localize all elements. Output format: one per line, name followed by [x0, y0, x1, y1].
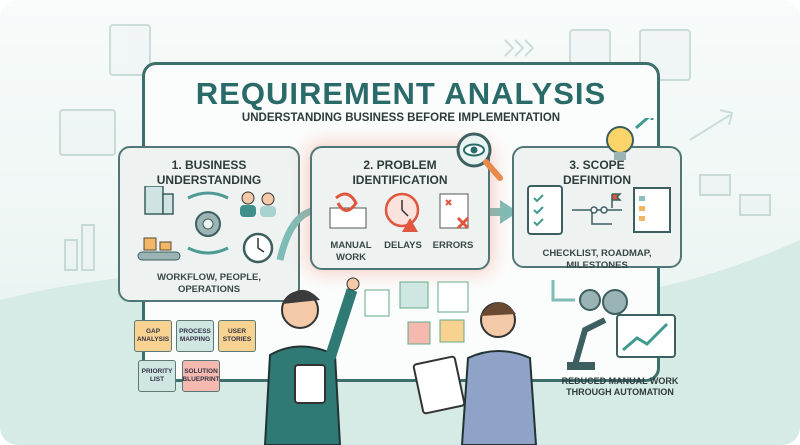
magnifier-eye-icon [456, 132, 503, 181]
step-title: UNDERSTANDING [156, 173, 262, 187]
step1-icons [137, 186, 276, 264]
building-icon [144, 186, 174, 215]
thinking-person [412, 302, 538, 445]
sticky-note: USER STORIES [218, 320, 256, 352]
milestones-document-icon [633, 187, 671, 233]
problem-delays: DELAYS [384, 240, 422, 251]
step3-icons [527, 185, 671, 235]
step-caption: WORKFLOW, PEOPLE, [157, 272, 261, 283]
problem-errors: ERRORS [432, 240, 474, 251]
arrow-icon [500, 200, 518, 224]
roadmap-icon [572, 193, 622, 225]
sticky-note: GAP ANALYSIS [134, 320, 172, 352]
growth-chart-monitor-icon [616, 314, 676, 358]
problem-manual-work: MANUAL WORK [330, 240, 372, 263]
checklist-clipboard-icon [527, 185, 563, 235]
cycle-arrow-icon [187, 246, 229, 255]
step-title: IDENTIFICATION [352, 173, 448, 187]
step-title: DEFINITION [563, 173, 631, 187]
clock-icon [242, 232, 274, 264]
tangled-paperwork-icon [329, 192, 367, 229]
arrow-icon [551, 280, 575, 302]
step-title: 1. BUSINESS [171, 158, 247, 172]
faded-document-icons [59, 24, 771, 271]
sticky-note: PRIORITY LIST [138, 360, 176, 392]
page-subtitle: UNDERSTANDING BUSINESS BEFORE IMPLEMENTA… [241, 112, 561, 124]
gears-icon [579, 289, 628, 315]
tablet-icon [294, 364, 326, 404]
notepad-icon [412, 355, 466, 415]
lightbulb-idea-icon [606, 118, 654, 160]
people-illustration [263, 277, 538, 445]
presenter-person [263, 277, 360, 445]
step-caption: CHECKLIST, ROADMAP, MILESTONES [542, 248, 652, 271]
delay-clock-icon [384, 192, 420, 232]
automation-illustration [551, 280, 676, 370]
people-icon [240, 191, 276, 217]
robot-arm-icon [567, 317, 607, 370]
conveyor-boxes-icon [137, 237, 181, 261]
step-caption: OPERATIONS [177, 284, 241, 295]
board-sticky-notes [364, 281, 469, 345]
broken-link-document-icon [439, 193, 470, 230]
step-title: 3. SCOPE [569, 158, 625, 172]
sticky-note: PROCESS MAPPING [176, 320, 214, 352]
automation-outcome-caption: REDUCED MANUAL WORK THROUGH AUTOMATION [561, 376, 679, 397]
step-title: 2. PROBLEM [363, 158, 437, 172]
gear-icon [195, 211, 221, 237]
cycle-arrow-icon [187, 191, 229, 200]
sticky-note: SOLUTION BLUEPRINT [182, 360, 220, 392]
step2-icons [329, 192, 470, 232]
page-title: REQUIREMENT ANALYSIS [195, 76, 607, 111]
